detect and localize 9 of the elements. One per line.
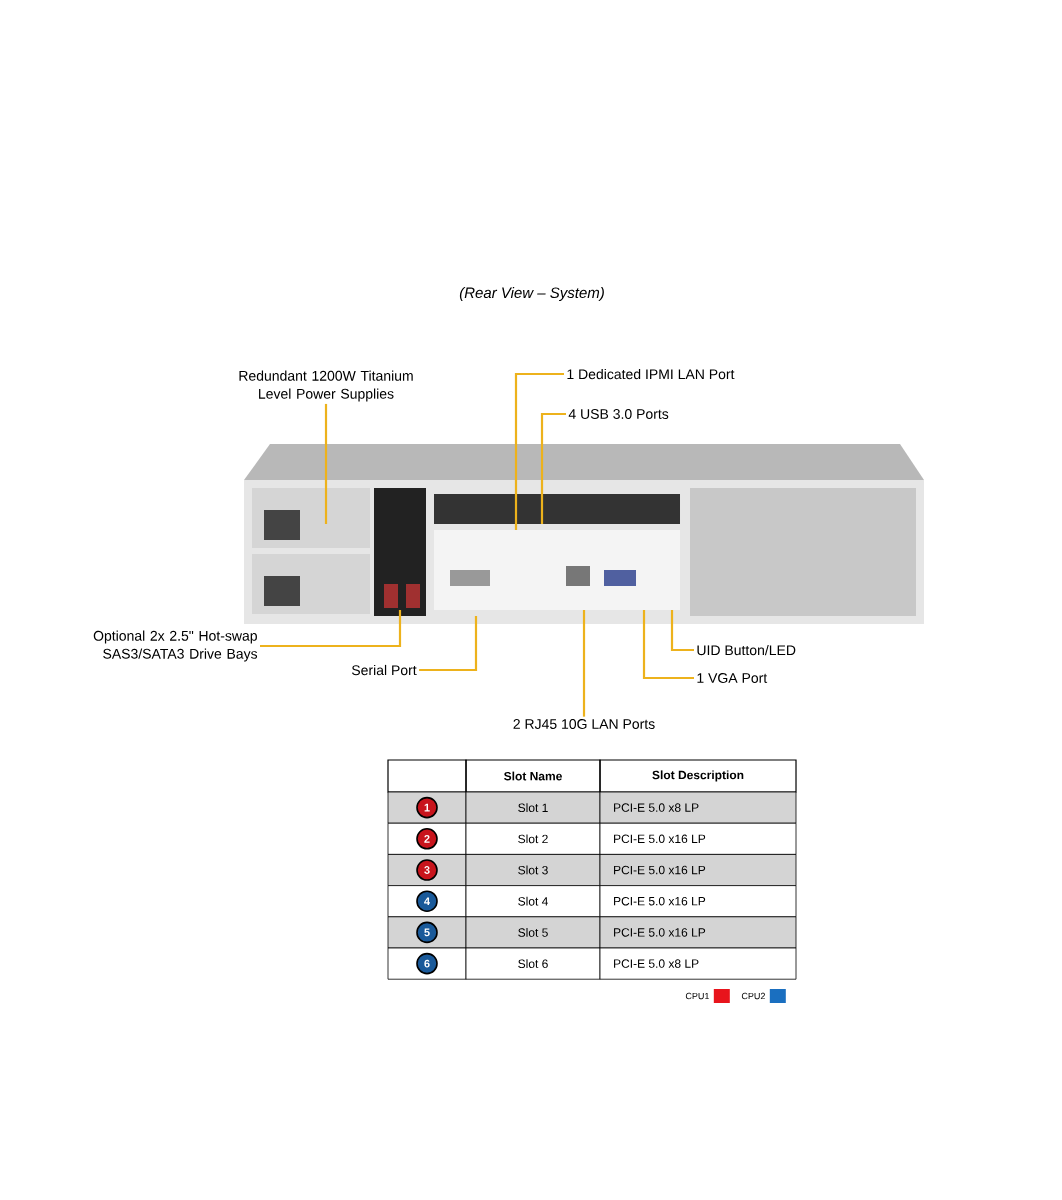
leader-line — [514, 372, 564, 530]
leader-line — [670, 610, 694, 652]
leader-line — [419, 616, 478, 672]
leader-line — [540, 412, 566, 524]
picture — [244, 444, 924, 624]
leader-line — [260, 610, 402, 648]
leader-line — [582, 610, 586, 717]
leader-line — [642, 610, 694, 680]
leader-line — [324, 403, 328, 524]
